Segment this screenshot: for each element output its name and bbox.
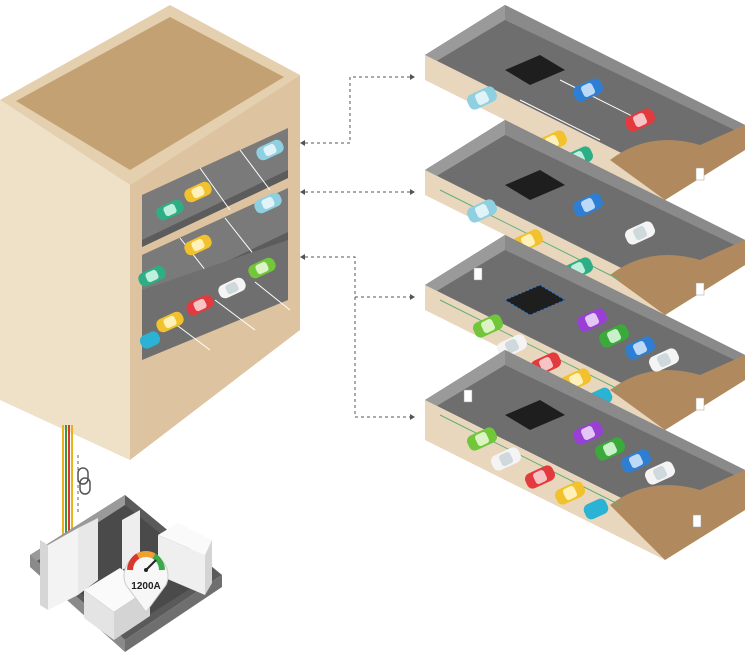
car-icon bbox=[624, 108, 656, 132]
link-icon bbox=[77, 467, 91, 495]
arrow-level-4 bbox=[354, 297, 415, 420]
car-icon bbox=[256, 139, 284, 161]
arrow-level-2 bbox=[300, 189, 415, 195]
car-icon bbox=[594, 437, 626, 461]
car-icon bbox=[184, 234, 212, 256]
car-icon bbox=[620, 449, 652, 473]
car-icon bbox=[472, 314, 504, 338]
car-icon bbox=[466, 86, 498, 110]
switchgear-cabinet bbox=[78, 518, 98, 595]
building-roof-inner bbox=[16, 17, 284, 170]
car-icon bbox=[218, 277, 246, 299]
electrical-room: 1200A bbox=[30, 495, 222, 652]
electrical-panel-icon bbox=[695, 167, 705, 181]
car-icon bbox=[139, 331, 161, 349]
gauge-arc-red bbox=[127, 553, 140, 571]
level-slab-4 bbox=[425, 350, 745, 560]
parking-building bbox=[0, 5, 300, 460]
switchgear-cabinet bbox=[40, 528, 78, 610]
current-gauge-marker: 1200A bbox=[123, 551, 169, 613]
electrical-panel-icon bbox=[473, 267, 483, 281]
car-icon bbox=[254, 192, 282, 214]
connector-arrows bbox=[300, 74, 415, 420]
car-icon bbox=[156, 199, 184, 221]
car-icon bbox=[583, 498, 609, 520]
building-opening-top bbox=[142, 128, 288, 247]
gauge-arc-green bbox=[152, 553, 165, 571]
car-icon bbox=[624, 221, 656, 245]
car-icon bbox=[184, 181, 212, 203]
gauge-reading: 1200A bbox=[131, 581, 160, 592]
electrical-panel-icon bbox=[695, 282, 705, 296]
building-cars bbox=[138, 139, 284, 349]
level-slab-3 bbox=[425, 235, 745, 430]
car-icon bbox=[554, 481, 586, 505]
car-icon bbox=[138, 265, 166, 287]
car-icon bbox=[572, 421, 604, 445]
car-icon bbox=[644, 461, 676, 485]
ramp-opening bbox=[505, 170, 565, 200]
electrical-panel-icon bbox=[695, 397, 705, 411]
gauge-arc-orange bbox=[136, 551, 156, 559]
electrical-panel-icon bbox=[463, 389, 473, 403]
car-icon bbox=[490, 447, 522, 471]
car-icon bbox=[576, 308, 608, 332]
building-left-face bbox=[0, 100, 130, 460]
room-floor-base-right bbox=[125, 575, 222, 652]
ramp-opening bbox=[503, 284, 567, 316]
car-icon bbox=[572, 193, 604, 217]
car-icon bbox=[248, 257, 276, 279]
electrical-panel-icon bbox=[692, 514, 702, 528]
arrow-level-3 bbox=[300, 254, 415, 300]
car-icon bbox=[524, 465, 556, 489]
car-icon bbox=[572, 78, 604, 102]
car-icon bbox=[598, 324, 630, 348]
gauge-needle bbox=[145, 559, 157, 571]
ramp-opening bbox=[505, 400, 565, 430]
car-icon bbox=[186, 294, 214, 316]
car-icon bbox=[466, 427, 498, 451]
car-icon bbox=[624, 336, 656, 360]
car-icon bbox=[156, 311, 184, 333]
ramp-opening bbox=[505, 55, 565, 85]
switchgear-cabinet bbox=[158, 523, 212, 595]
arrow-level-1 bbox=[300, 74, 415, 146]
car-icon bbox=[648, 348, 680, 372]
car-icon bbox=[466, 199, 498, 223]
level-slab-1 bbox=[425, 5, 745, 200]
